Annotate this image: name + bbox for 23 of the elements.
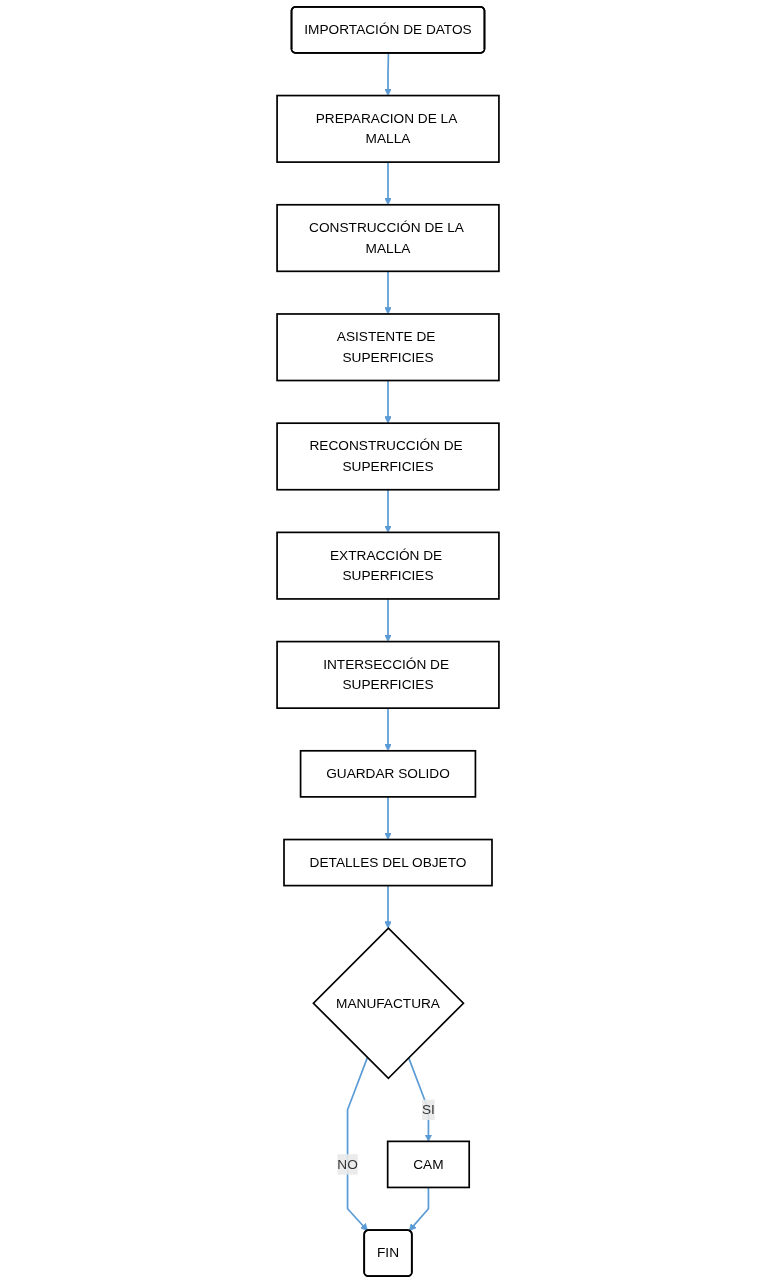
arrow bbox=[384, 488, 392, 533]
edge-label: NO bbox=[337, 1156, 358, 1172]
arrow bbox=[384, 161, 392, 206]
node-box: DETALLES DEL OBJETO bbox=[283, 838, 493, 887]
node-box: RECONSTRUCCIÓN DE SUPERFICIES bbox=[276, 422, 500, 491]
arrow bbox=[346, 1056, 369, 1232]
arrow bbox=[408, 1186, 430, 1232]
arrow bbox=[384, 796, 392, 840]
node-box: INTERSECCIÓN DE SUPERFICIES bbox=[276, 640, 500, 709]
node-box: CONSTRUCCIÓN DE LA MALLA bbox=[276, 203, 500, 273]
node-box: EXTRACCIÓN DE SUPERFICIES bbox=[276, 531, 500, 600]
node-box: ASISTENTE DE SUPERFICIES bbox=[276, 313, 500, 382]
node-diamond: MANUFACTURA bbox=[312, 927, 465, 1080]
arrow bbox=[384, 707, 392, 752]
node-box: GUARDAR SOLIDO bbox=[299, 749, 477, 798]
arrow bbox=[384, 379, 392, 424]
arrow bbox=[384, 598, 392, 642]
arrow bbox=[384, 884, 392, 929]
node-box: PREPARACION DE LA MALLA bbox=[276, 94, 500, 163]
arrow bbox=[384, 270, 392, 315]
node-box: CAM bbox=[386, 1140, 471, 1189]
arrow bbox=[384, 52, 392, 96]
edge-label: SI bbox=[421, 1102, 435, 1117]
